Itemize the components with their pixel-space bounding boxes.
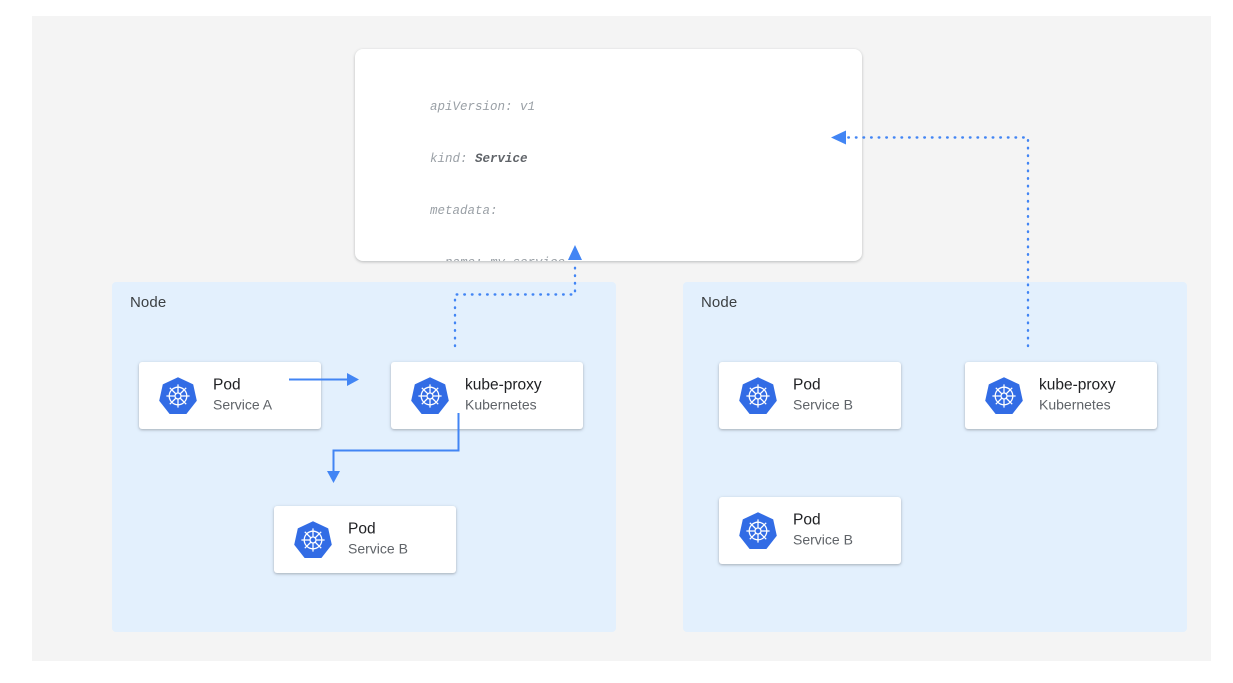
node-label: Node [701,294,738,311]
card-subtitle: Service A [213,396,273,413]
card-text: Pod Service B [793,375,853,416]
service-manifest-panel: apiVersion: v1 kind: Service metadata: n… [355,49,862,261]
kubernetes-logo-icon [293,520,333,560]
code-line: apiVersion: v1 [430,99,536,114]
card-text: kube-proxy Kubernetes [465,375,542,416]
card-subtitle: Service B [793,531,853,548]
card-text: Pod Service B [348,519,408,560]
card-pod-service-b-right-bottom[interactable]: Pod Service B [719,497,901,564]
node-container-right: Node [683,282,1187,632]
code-line: metadata: [430,204,498,219]
code-line: name: my-service [430,255,738,261]
kubernetes-logo-icon [984,376,1024,416]
kubernetes-logo-icon [738,511,778,551]
card-pod-service-a[interactable]: Pod Service A [139,362,321,429]
card-title: kube-proxy [1039,376,1116,394]
card-subtitle: Kubernetes [1039,396,1111,413]
kubernetes-logo-icon [738,376,778,416]
card-title: Pod [213,376,241,394]
card-title: Pod [793,376,821,394]
card-title: kube-proxy [465,376,542,394]
card-title: Pod [793,511,821,529]
card-pod-service-b-left[interactable]: Pod Service B [274,506,456,573]
code-bold-token: Service [475,152,528,167]
card-text: Pod Service A [213,375,272,416]
kubernetes-logo-icon [158,376,198,416]
node-container-left: Node [112,282,616,632]
card-text: Pod Service B [793,510,853,551]
node-label: Node [130,294,167,311]
card-kube-proxy-right[interactable]: kube-proxy Kubernetes [965,362,1157,429]
diagram-canvas: apiVersion: v1 kind: Service metadata: n… [32,16,1211,661]
card-subtitle: Service B [348,540,408,557]
kubernetes-logo-icon [410,376,450,416]
code-line: kind: Service [430,152,528,167]
card-subtitle: Kubernetes [465,396,537,413]
service-manifest-code: apiVersion: v1 kind: Service metadata: n… [430,64,738,261]
card-subtitle: Service B [793,396,853,413]
card-text: kube-proxy Kubernetes [1039,375,1116,416]
card-title: Pod [348,520,376,538]
card-kube-proxy-left[interactable]: kube-proxy Kubernetes [391,362,583,429]
card-pod-service-b-right-top[interactable]: Pod Service B [719,362,901,429]
